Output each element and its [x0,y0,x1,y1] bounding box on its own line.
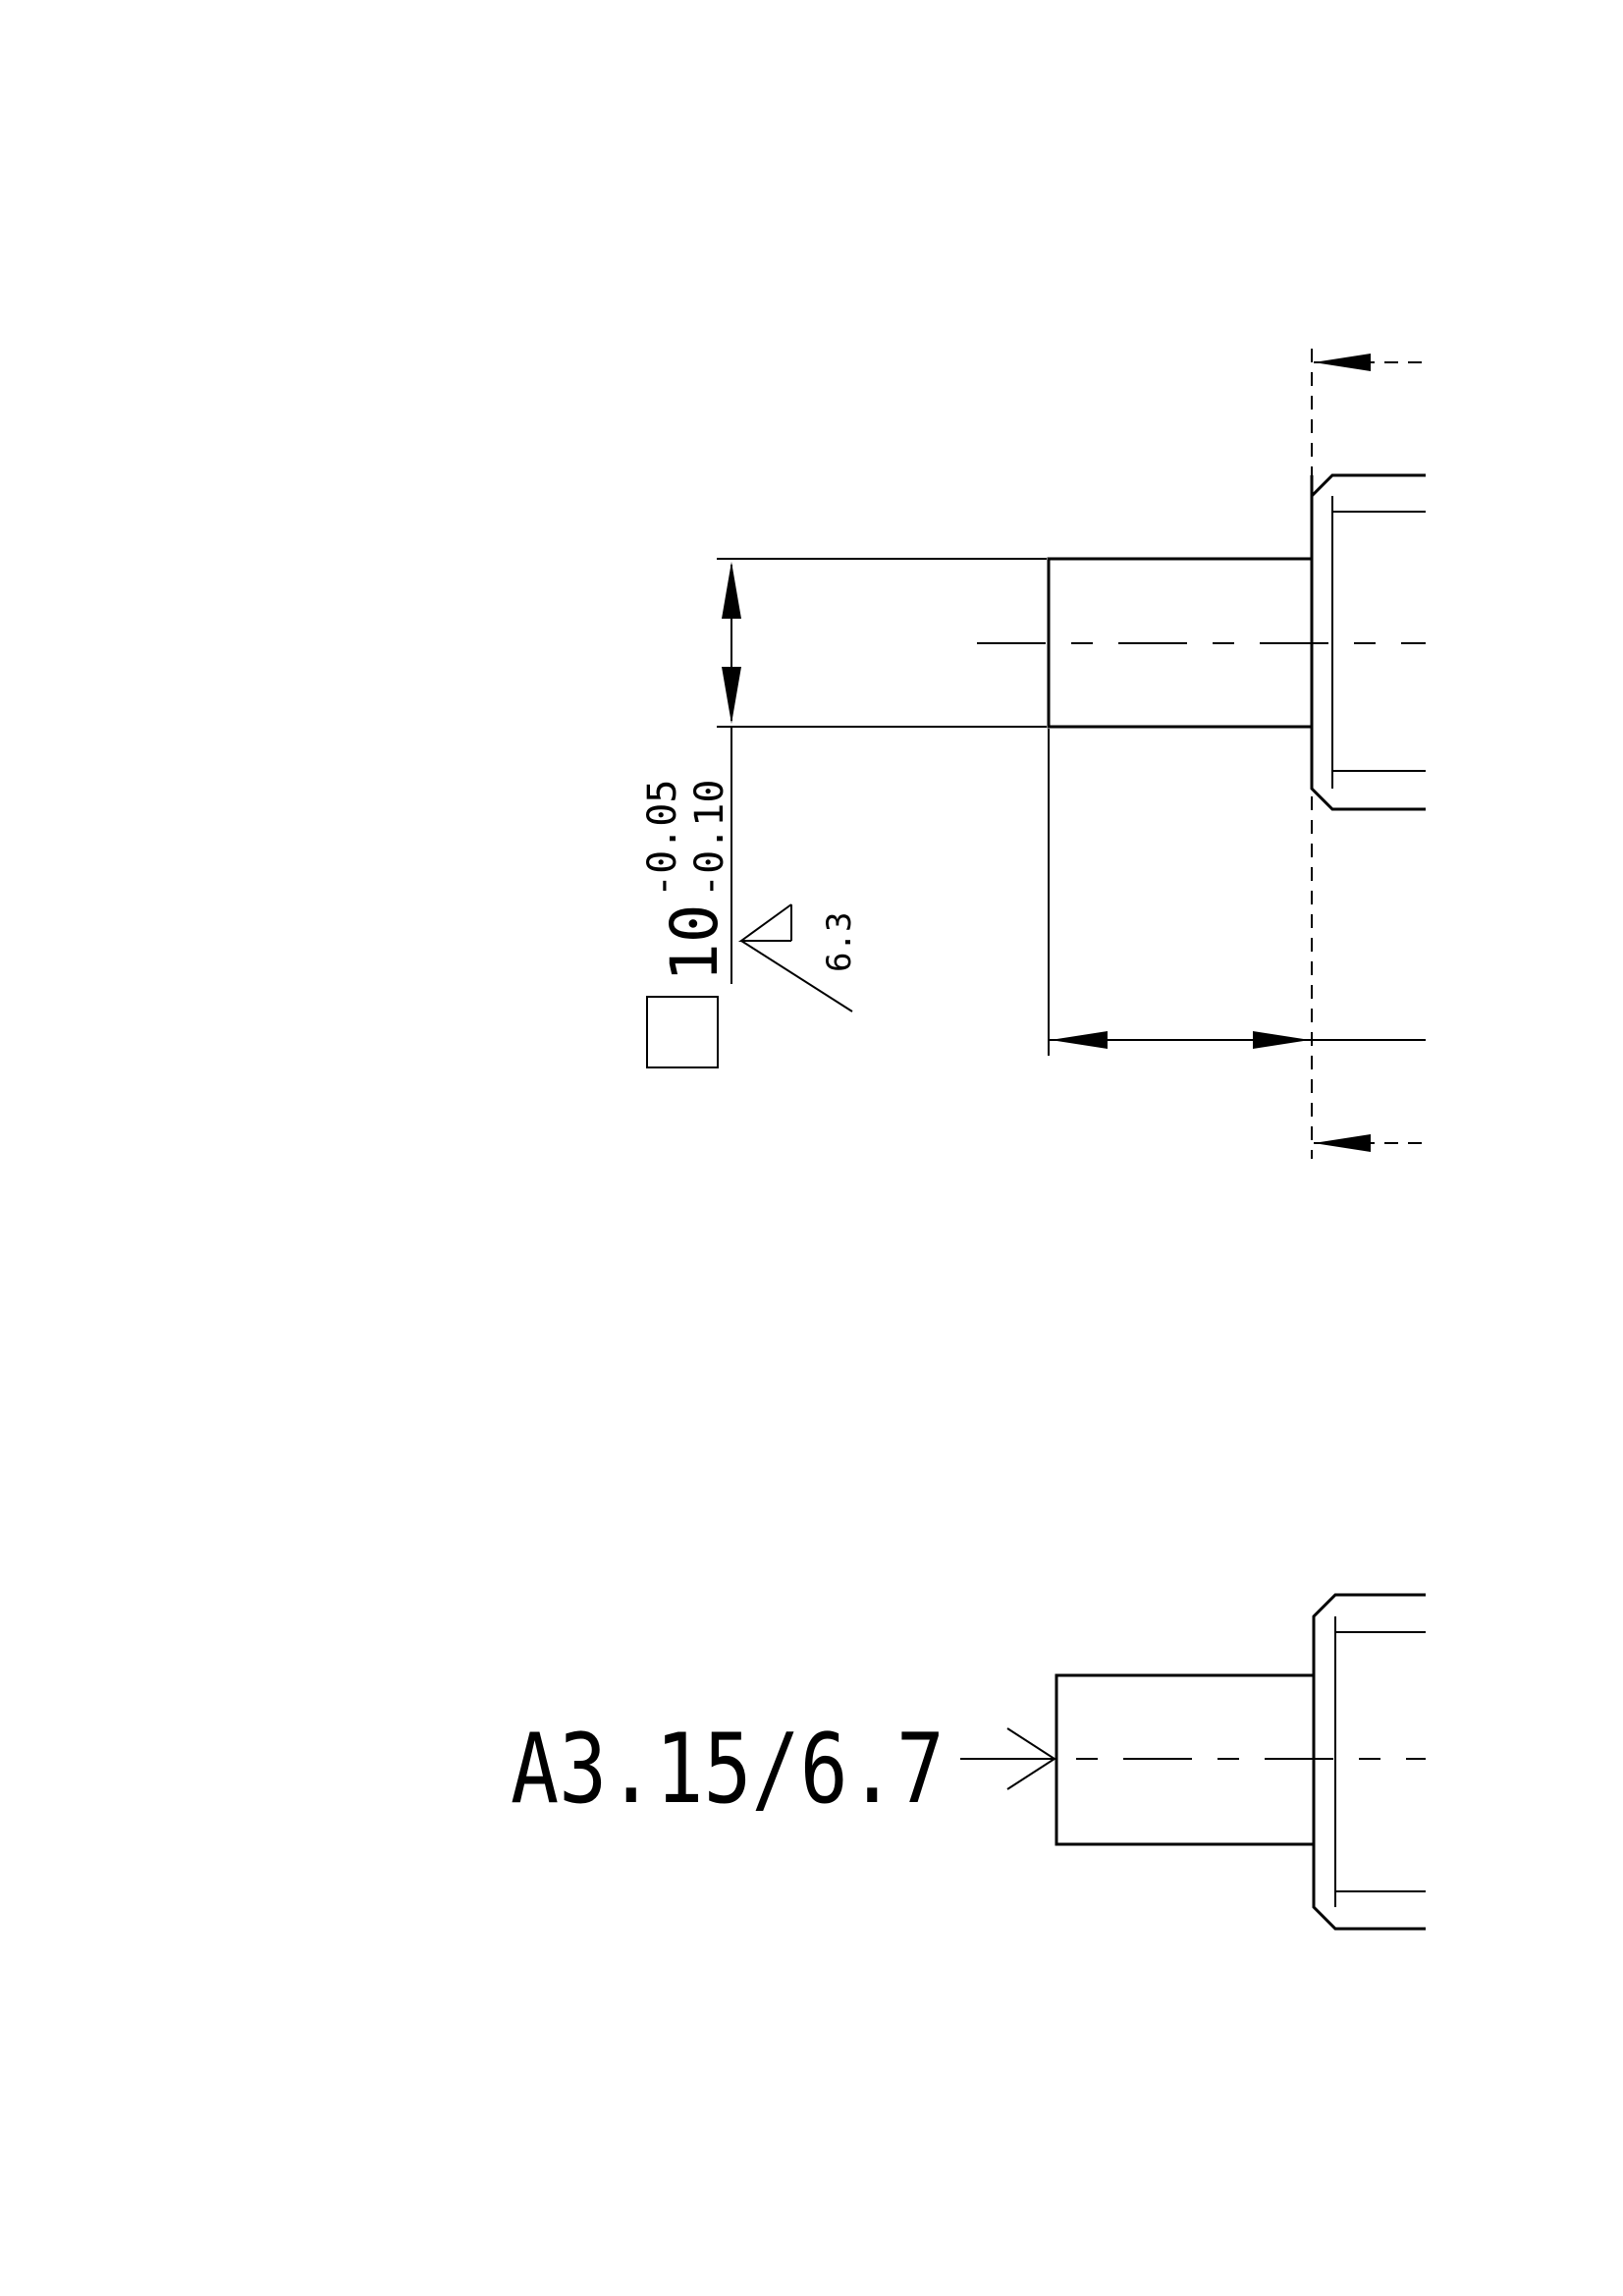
lower-view: A3.15/6.7 [511,1593,1426,1931]
upper-length-arrow-right [1253,1031,1310,1049]
center-drill-callout: A3.15/6.7 [511,1714,945,1826]
upper-dim-arrow-up [722,562,741,619]
lower-collar-outline [1312,1593,1426,1931]
square-section-symbol [646,996,719,1068]
upper-length-arrow-left [1051,1031,1108,1049]
upper-overall-arrow-bottom [1314,1134,1371,1152]
upper-view: 10 -0.05 -0.10 6.3 [640,349,1426,1159]
lower-shaft-outline [1055,1673,1314,1846]
center-drill-leader-arrow [1006,1727,1056,1790]
dimension-main-value: 10 [657,904,732,982]
tolerance-lower: -0.10 [687,780,732,898]
tolerance-upper: -0.05 [640,780,685,898]
upper-dim-arrow-down [722,667,741,724]
roughness-value: 6.3 [820,912,859,972]
surface-roughness-symbol [737,903,853,1012]
upper-overall-arrow-top [1314,354,1371,371]
upper-shaft-outline [1047,557,1312,729]
